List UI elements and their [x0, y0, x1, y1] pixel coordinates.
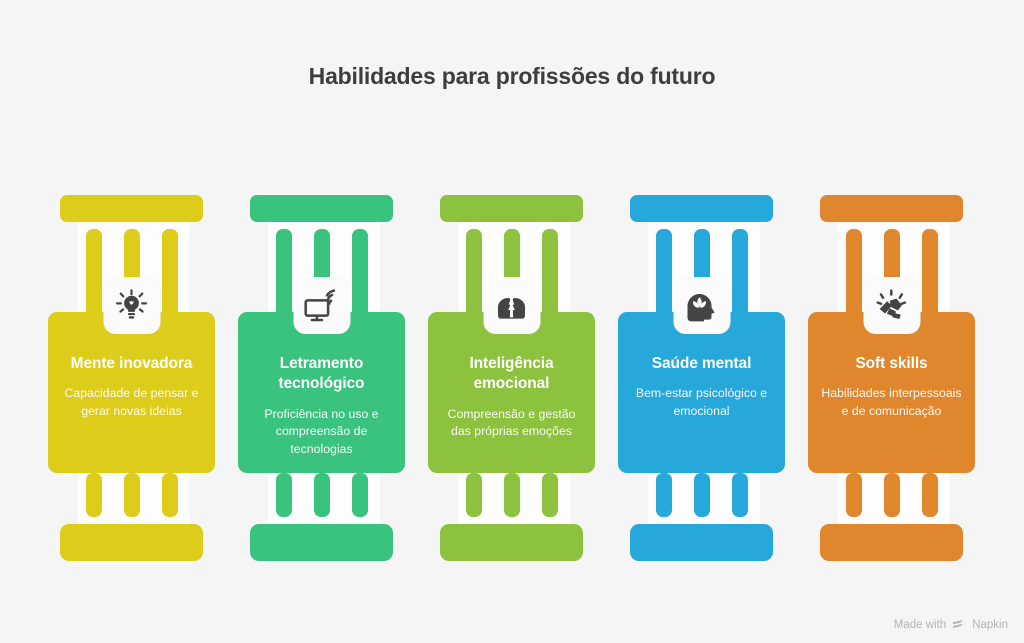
pillar	[352, 229, 368, 325]
skill-column-letramento-tecnologico[interactable]: Letramento tecnológico Proficiência no u…	[238, 195, 405, 561]
pillar	[656, 473, 672, 517]
pillar	[542, 473, 558, 517]
skill-card: Inteligência emocional Compreensão e ges…	[428, 312, 595, 473]
skill-title: Saúde mental	[651, 355, 752, 372]
pillar	[466, 473, 482, 517]
pillar	[162, 229, 178, 325]
pillar	[542, 229, 558, 325]
column-bottom-cap	[820, 524, 963, 561]
skill-card: Letramento tecnológico Proficiência no u…	[238, 312, 405, 473]
watermark-text: Made with	[893, 619, 947, 631]
column-lower-pillars	[276, 473, 368, 517]
pillar	[352, 473, 368, 517]
column-lower-pillars	[86, 473, 178, 517]
skill-description: Proficiência no uso e compreensão de tec…	[264, 406, 379, 456]
column-lower-pillars	[846, 473, 938, 517]
skill-card: Saúde mental Bem-estar psicológico e emo…	[618, 312, 785, 473]
skill-column-soft-skills[interactable]: Soft skills Habilidades interpessoais e …	[808, 195, 975, 561]
skill-title: Soft skills	[855, 355, 928, 372]
two-heads-icon	[483, 277, 540, 334]
skill-column-mente-inovadora[interactable]: Mente inovadora Capacidade de pensar e g…	[48, 195, 215, 561]
column-top-cap	[250, 195, 393, 222]
column-bottom-cap	[60, 524, 203, 561]
skill-card: Soft skills Habilidades interpessoais e …	[808, 312, 975, 473]
skill-description: Capacidade de pensar e gerar novas ideia…	[64, 386, 199, 418]
pillar	[276, 473, 292, 517]
pillar	[656, 229, 672, 325]
lightbulb-icon	[103, 277, 160, 334]
watermark-brand: Napkin	[972, 619, 1008, 631]
column-bottom-cap	[630, 524, 773, 561]
pillar	[922, 229, 938, 325]
pillar	[276, 229, 292, 325]
skill-column-inteligencia-emocional[interactable]: Inteligência emocional Compreensão e ges…	[428, 195, 595, 561]
column-top-cap	[440, 195, 583, 222]
column-top-cap	[630, 195, 773, 222]
pillar	[86, 473, 102, 517]
skills-columns: Mente inovadora Capacidade de pensar e g…	[48, 195, 976, 561]
column-lower-pillars	[656, 473, 748, 517]
skill-title: Inteligência emocional	[469, 355, 554, 393]
pillar	[884, 473, 900, 517]
pillar	[504, 473, 520, 517]
head-lotus-icon	[673, 277, 730, 334]
monitor-wifi-icon	[293, 277, 350, 334]
column-bottom-cap	[250, 524, 393, 561]
pillar	[846, 473, 862, 517]
pillar	[732, 473, 748, 517]
column-top-cap	[60, 195, 203, 222]
skill-card: Mente inovadora Capacidade de pensar e g…	[48, 312, 215, 473]
skill-description: Habilidades interpessoais e de comunicaç…	[821, 386, 962, 418]
page-title: Habilidades para profissões do futuro	[308, 63, 716, 89]
pillar	[314, 473, 330, 517]
napkin-logo-icon	[953, 620, 964, 628]
skill-description: Bem-estar psicológico e emocional	[635, 386, 768, 418]
handshake-icon	[863, 277, 920, 334]
pillar	[86, 229, 102, 325]
column-upper-pillars	[466, 229, 558, 325]
column-bottom-cap	[440, 524, 583, 561]
pillar	[846, 229, 862, 325]
column-top-cap	[820, 195, 963, 222]
skill-title: Mente inovadora	[70, 355, 193, 372]
pillar	[694, 473, 710, 517]
pillar	[124, 473, 140, 517]
skill-description: Compreensão e gestão das próprias emoçõe…	[447, 406, 576, 439]
pillar	[466, 229, 482, 325]
pillar	[162, 473, 178, 517]
napkin-watermark: Made with Napkin	[894, 619, 1008, 631]
column-lower-pillars	[466, 473, 558, 517]
skill-column-saude-mental[interactable]: Saúde mental Bem-estar psicológico e emo…	[618, 195, 785, 561]
skill-title: Letramento tecnológico	[278, 355, 365, 393]
pillar	[922, 473, 938, 517]
pillar	[732, 229, 748, 325]
